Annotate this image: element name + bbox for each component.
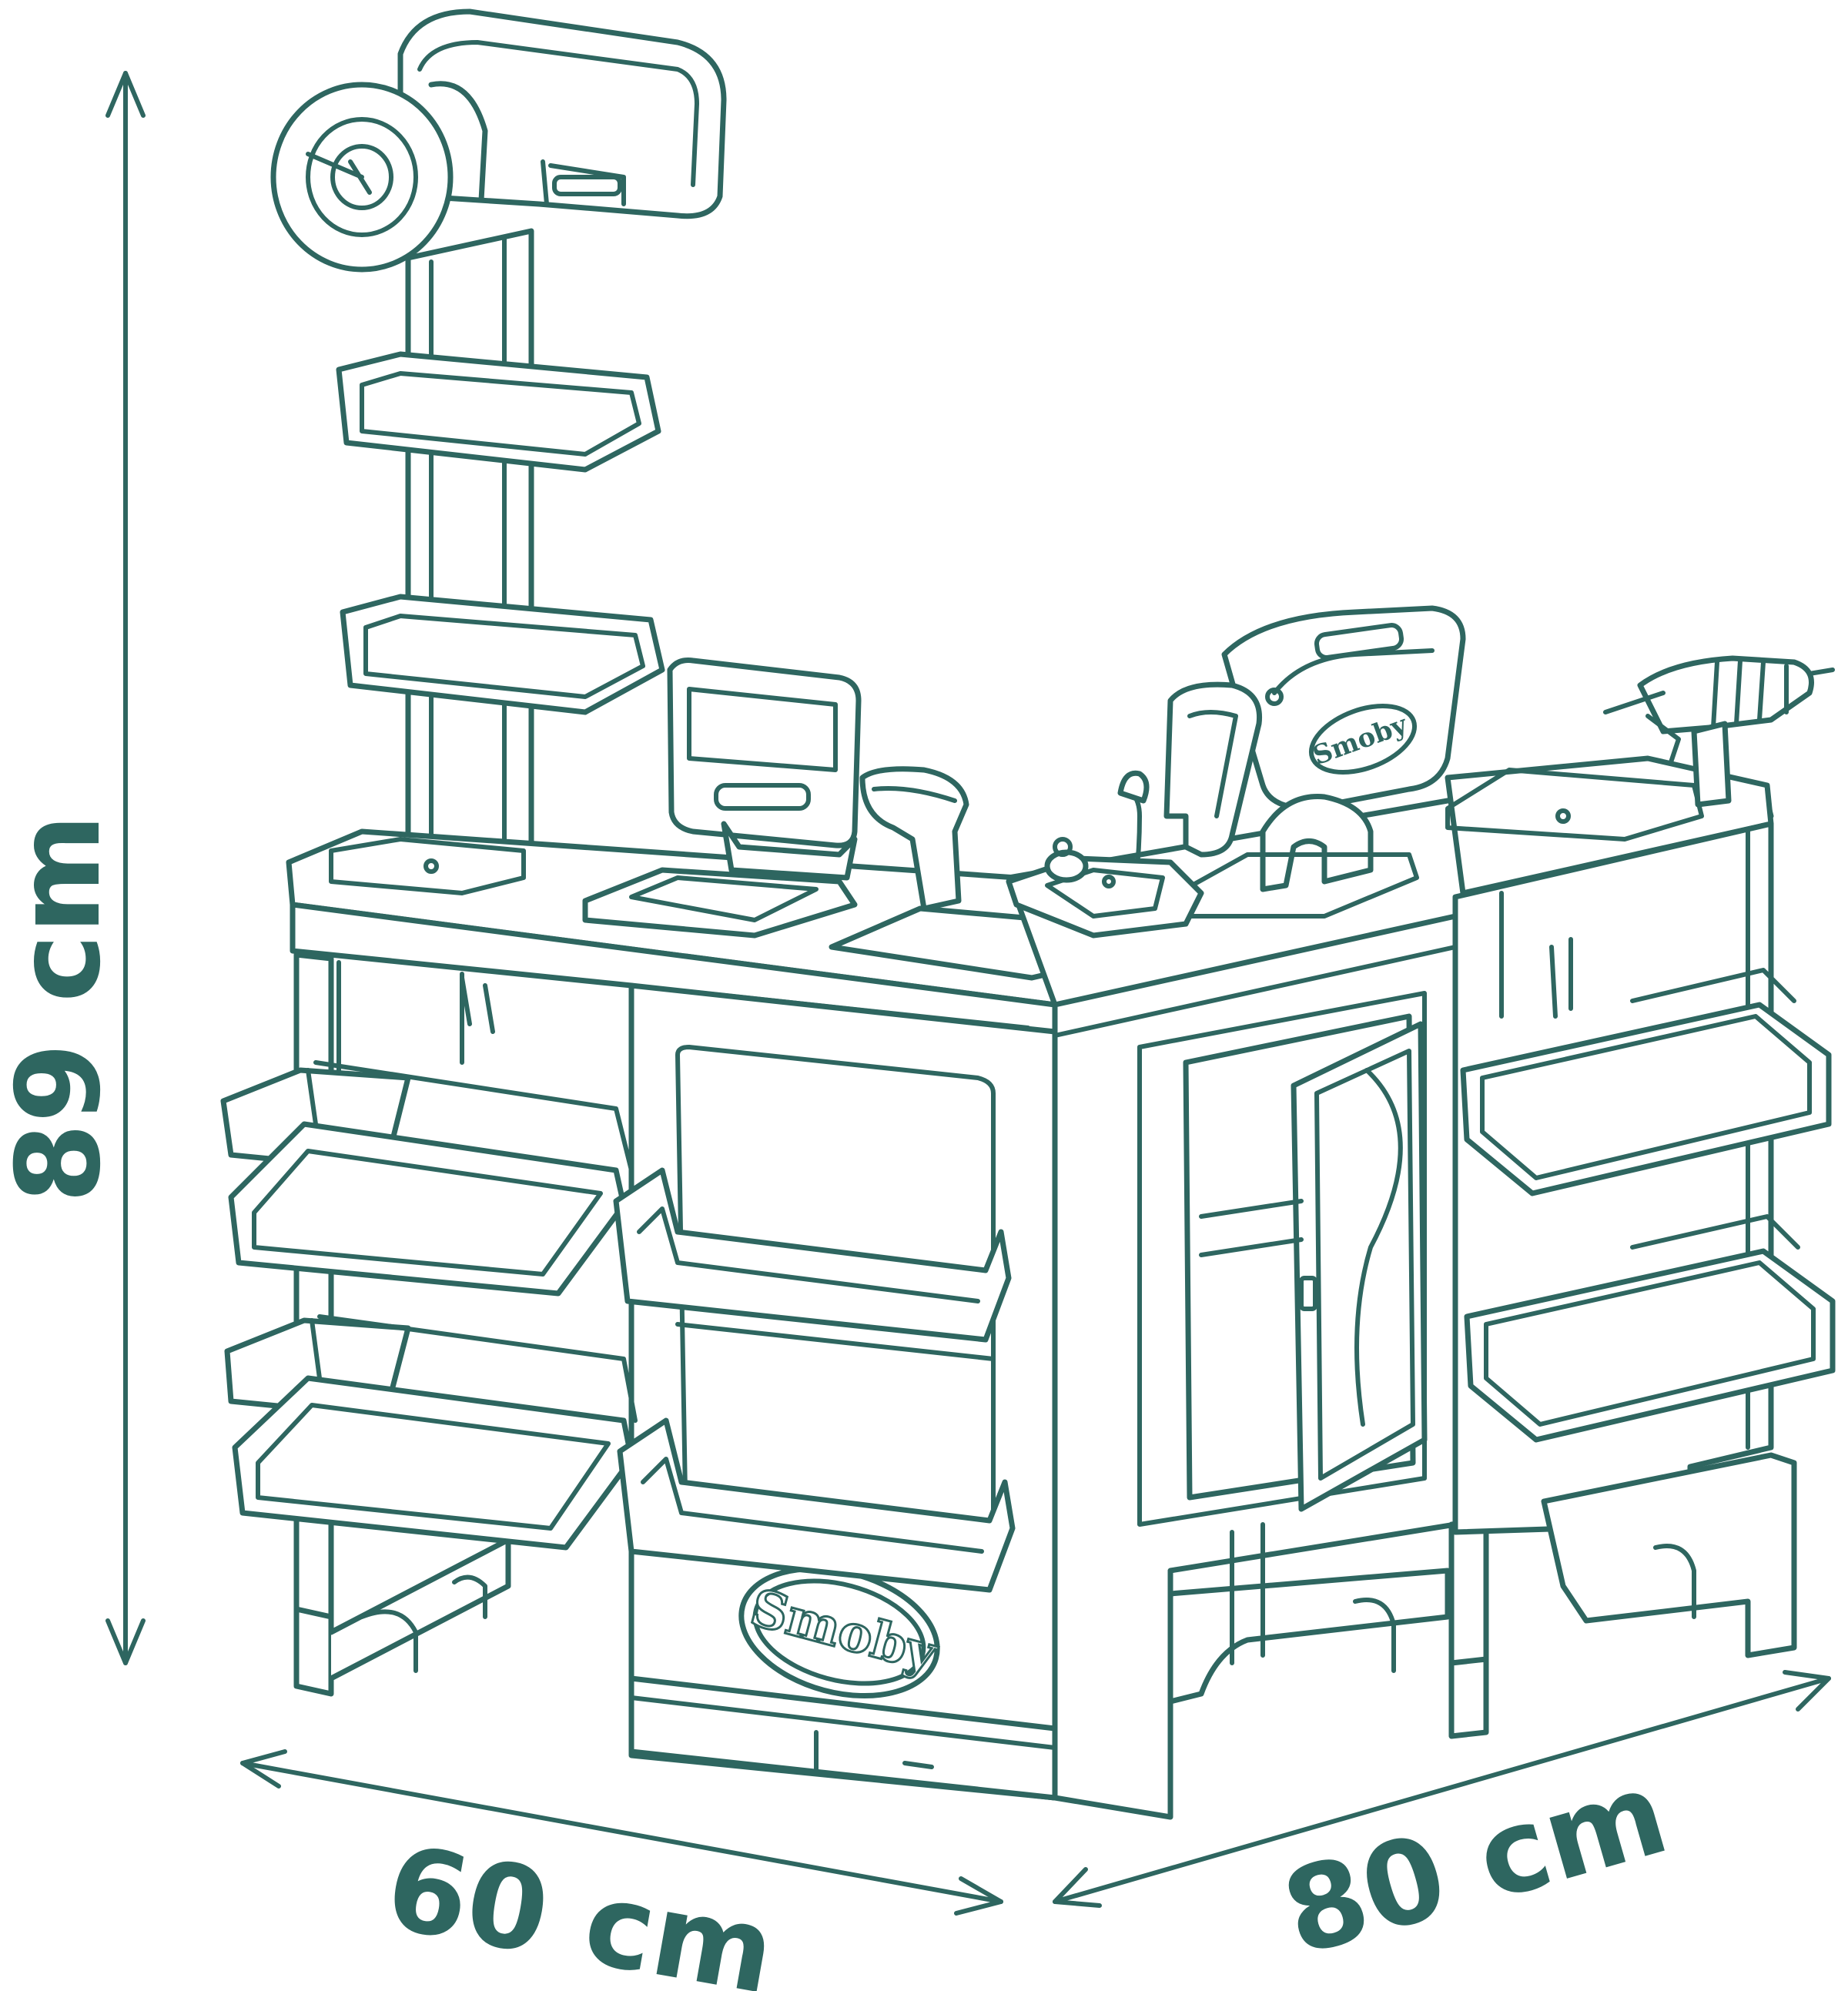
monitor-screen [1163, 681, 1263, 858]
side-module-tray [1445, 768, 1704, 842]
right-module-base [1541, 1452, 1797, 1658]
tower-upper-basket [336, 351, 661, 473]
right-upper-basket [1460, 1002, 1832, 1196]
register-monitor: Smoby [1006, 605, 1466, 939]
width-arrow-right-head [954, 1876, 1003, 1916]
width-dimension: 60 cm [240, 1749, 1003, 1991]
right-side-module [1445, 655, 1836, 1658]
left-tower [270, 8, 727, 865]
keypad-knob [1044, 849, 1089, 883]
door-handle [1299, 1276, 1317, 1311]
left-upper-basket [228, 1121, 627, 1297]
hand-scanner [859, 766, 969, 912]
tower-tray [329, 837, 526, 895]
width-label: 60 cm [377, 1821, 784, 1991]
side-module-top [1445, 755, 1774, 896]
depth-arrow-left-head [1053, 1867, 1102, 1908]
width-arrow [240, 1761, 1003, 1904]
left-back-leg [293, 952, 334, 1651]
depth-arrow [1053, 1676, 1831, 1904]
height-arrow-top-head [105, 71, 146, 118]
height-label: 89 cm [0, 814, 126, 1203]
center-upper-basket [613, 1167, 1012, 1343]
right-leg-base [1448, 1656, 1489, 1739]
depth-arrow-right-head [1783, 1670, 1831, 1712]
monitor-stand [1260, 794, 1374, 892]
tower-lower-basket [340, 594, 665, 715]
microphone-head [1117, 770, 1150, 804]
height-dimension: 89 cm [0, 71, 146, 1665]
left-leg-base [293, 1606, 334, 1697]
center-lower-basket [617, 1417, 1016, 1593]
monitor-button [1265, 688, 1284, 706]
monitor-logo-oval [1308, 704, 1418, 775]
cabinet-door [1291, 1021, 1428, 1512]
right-lower-basket [1464, 1248, 1836, 1443]
height-arrow-bottom-head [105, 1618, 146, 1665]
tower-post [405, 228, 534, 865]
card-terminal-stand [721, 821, 858, 881]
left-shelves [220, 1060, 1016, 1593]
width-arrow-left-head [240, 1749, 287, 1789]
